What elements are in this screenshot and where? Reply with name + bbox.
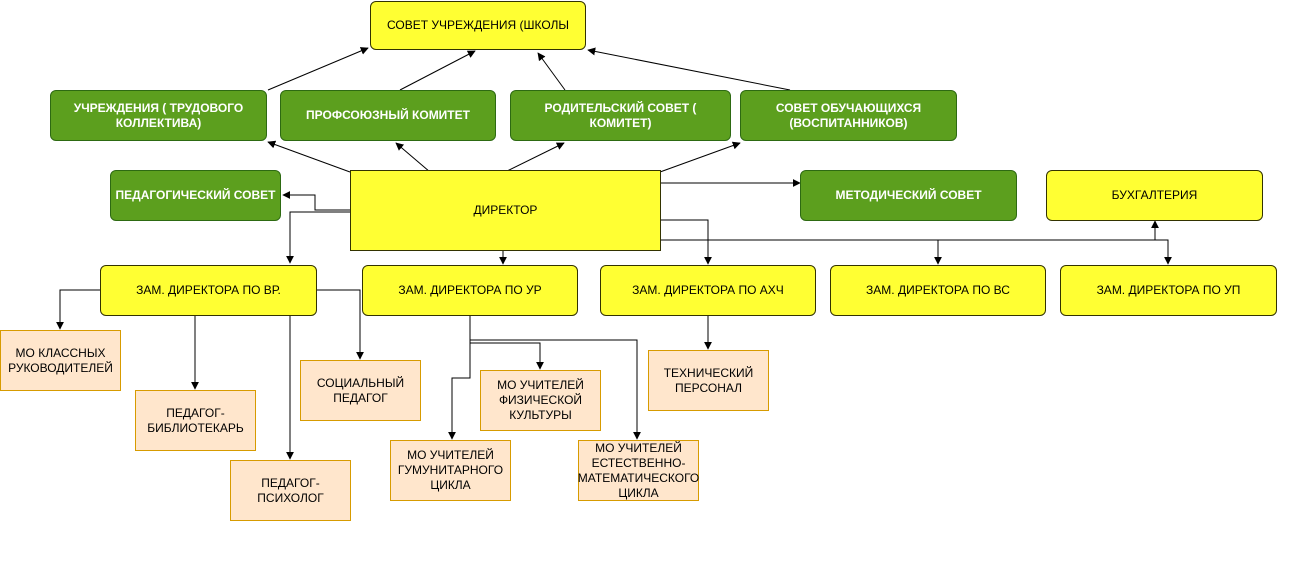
- edge-director-to-parents: [504, 142, 565, 173]
- edge-director-to-deputy-up: [938, 239, 1172, 265]
- edge-parents-to-council: [537, 52, 566, 91]
- node-librarian: ПЕДАГОГ-БИБЛИОТЕКАРЬ: [135, 390, 256, 451]
- node-mo-physical: МО УЧИТЕЛЕЙ ФИЗИЧЕСКОЙ КУЛЬТУРЫ: [480, 370, 601, 431]
- node-parent-council: РОДИТЕЛЬСКИЙ СОВЕТ ( КОМИТЕТ): [510, 90, 731, 141]
- edge-union-to-council: [399, 50, 476, 91]
- edge-director-to-ped-council: [282, 191, 350, 211]
- edge-director-to-labor: [267, 140, 351, 173]
- edge-director-to-students: [659, 141, 741, 173]
- node-methodical-council: МЕТОДИЧЕСКИЙ СОВЕТ: [800, 170, 1017, 221]
- edge-ur-to-physical: [470, 342, 544, 370]
- edge-director-to-deputy-vr: [286, 211, 350, 264]
- node-social-pedagogue: СОЦИАЛЬНЫЙ ПЕДАГОГ: [300, 360, 421, 421]
- node-student-council: СОВЕТ ОБУЧАЮЩИХСЯ (ВОСПИТАННИКОВ): [740, 90, 957, 141]
- node-deputy-ahch: ЗАМ. ДИРЕКТОРА ПО АХЧ: [600, 265, 816, 316]
- edge-ur-to-science: [470, 339, 641, 440]
- node-mo-humanitarian: МО УЧИТЕЛЕЙ ГУМУНИТАРНОГО ЦИКЛА: [390, 440, 511, 501]
- node-trade-union: ПРОФСОЮЗНЫЙ КОМИТЕТ: [280, 90, 496, 141]
- node-deputy-up: ЗАМ. ДИРЕКТОРА ПО УП: [1060, 265, 1277, 316]
- edge-students-to-council: [587, 47, 791, 91]
- node-school-council: СОВЕТ УЧРЕЖДЕНИЯ (ШКОЛЫ: [370, 1, 586, 50]
- edge-director-to-deputy-vs: [660, 239, 942, 265]
- node-deputy-ur: ЗАМ. ДИРЕКТОРА ПО УР: [362, 265, 578, 316]
- node-psychologist: ПЕДАГОГ-ПСИХОЛОГ: [230, 460, 351, 521]
- node-pedagogical-council: ПЕДАГОГИЧЕСКИЙ СОВЕТ: [110, 170, 281, 221]
- edge-director-to-deputy-ahch: [660, 219, 712, 265]
- node-director: ДИРЕКТОР: [350, 170, 661, 251]
- edge-labor-to-council: [267, 47, 369, 91]
- node-tech-staff: ТЕХНИЧЕСКИЙ ПЕРСОНАЛ: [648, 350, 769, 411]
- edge-vr-to-social: [317, 289, 364, 360]
- edge-director-to-union: [395, 142, 431, 173]
- node-deputy-vr: ЗАМ. ДИРЕКТОРА ПО ВР.: [100, 265, 317, 316]
- node-mo-science-math: МО УЧИТЕЛЕЙ ЕСТЕСТВЕННО-МАТЕМАТИЧЕСКОГО …: [577, 440, 700, 501]
- node-accounting: БУХГАЛТЕРИЯ: [1046, 170, 1263, 221]
- node-deputy-vs: ЗАМ. ДИРЕКТОРА ПО ВС: [830, 265, 1046, 316]
- edge-vr-to-mo-class: [56, 289, 100, 330]
- edge-ur-to-humanitarian: [448, 316, 471, 440]
- node-mo-class-teachers: МО КЛАССНЫХ РУКОВОДИТЕЛЕЙ: [0, 330, 121, 391]
- node-labor-collective: УЧРЕЖДЕНИЯ ( ТРУДОВОГО КОЛЛЕКТИВА): [50, 90, 267, 141]
